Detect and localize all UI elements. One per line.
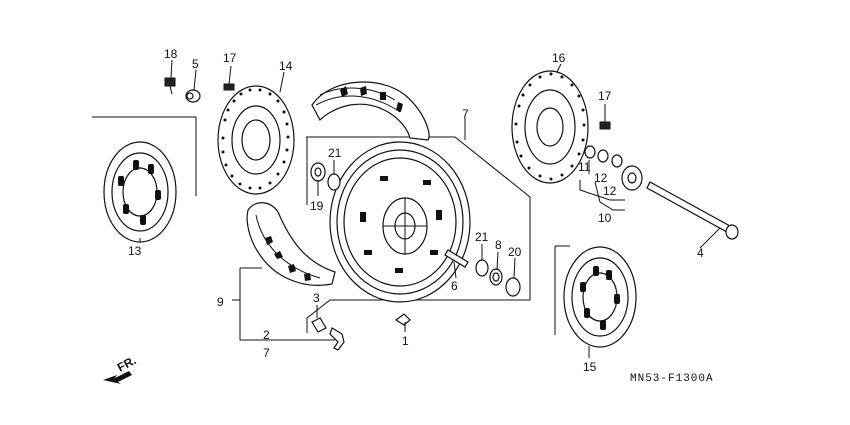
direction-label: FR. [115,353,139,374]
label-7-top: 7 [462,107,469,121]
washers-11-12 [584,145,623,168]
label-16: 16 [552,51,566,65]
group-frame-lines [92,116,570,335]
label-7-bottom: 7 [263,346,270,360]
tire-upper-half [311,81,430,141]
bearing-21-right [475,259,489,277]
label-13: 13 [128,244,142,258]
seal-8 [489,268,503,286]
label-21-right: 21 [475,230,489,244]
brake-disc-14 [217,85,295,195]
brake-disc-left [103,141,177,243]
label-3: 3 [313,291,320,305]
label-17-left: 17 [223,51,237,65]
tire-lower-half [246,202,336,286]
leader-lines [139,59,721,358]
label-12-a: 12 [594,171,608,185]
part-labels: 1 2 3 4 5 6 7 7 8 9 10 11 12 12 13 14 15… [128,47,704,374]
label-12-b: 12 [603,184,617,198]
spacer-6 [444,249,469,268]
label-6: 6 [451,279,458,293]
label-10: 10 [598,211,612,225]
label-8: 8 [495,238,502,252]
seal-20 [505,277,521,297]
bolt-17-left [223,83,235,91]
label-4: 4 [697,246,704,260]
diagram-code: MN53-F1300A [630,373,714,385]
label-5: 5 [192,57,199,71]
bolt-17-right [599,121,611,130]
label-15: 15 [583,360,597,374]
bolt-18 [164,77,176,95]
valve-bracket-3 [311,317,327,333]
axle-4 [646,181,739,240]
brake-disc-15 [563,246,637,348]
label-21-left: 21 [328,146,342,160]
label-11: 11 [578,160,591,174]
clip-1 [394,313,411,326]
label-1: 1 [402,334,409,348]
seal-21-left [327,173,341,191]
wheel-rim [329,141,471,303]
label-9: 9 [217,295,224,309]
gearbox-10 [621,165,643,191]
label-17-right: 17 [598,89,612,103]
label-2: 2 [263,328,270,342]
bearing-19 [310,162,326,182]
brake-disc-16 [511,70,589,184]
label-19: 19 [310,199,324,213]
label-18: 18 [164,47,178,61]
collar-5 [185,89,201,103]
label-20: 20 [508,245,522,259]
label-14: 14 [279,59,293,73]
front-direction-arrow: FR. [103,353,138,384]
valve-2 [329,327,345,351]
